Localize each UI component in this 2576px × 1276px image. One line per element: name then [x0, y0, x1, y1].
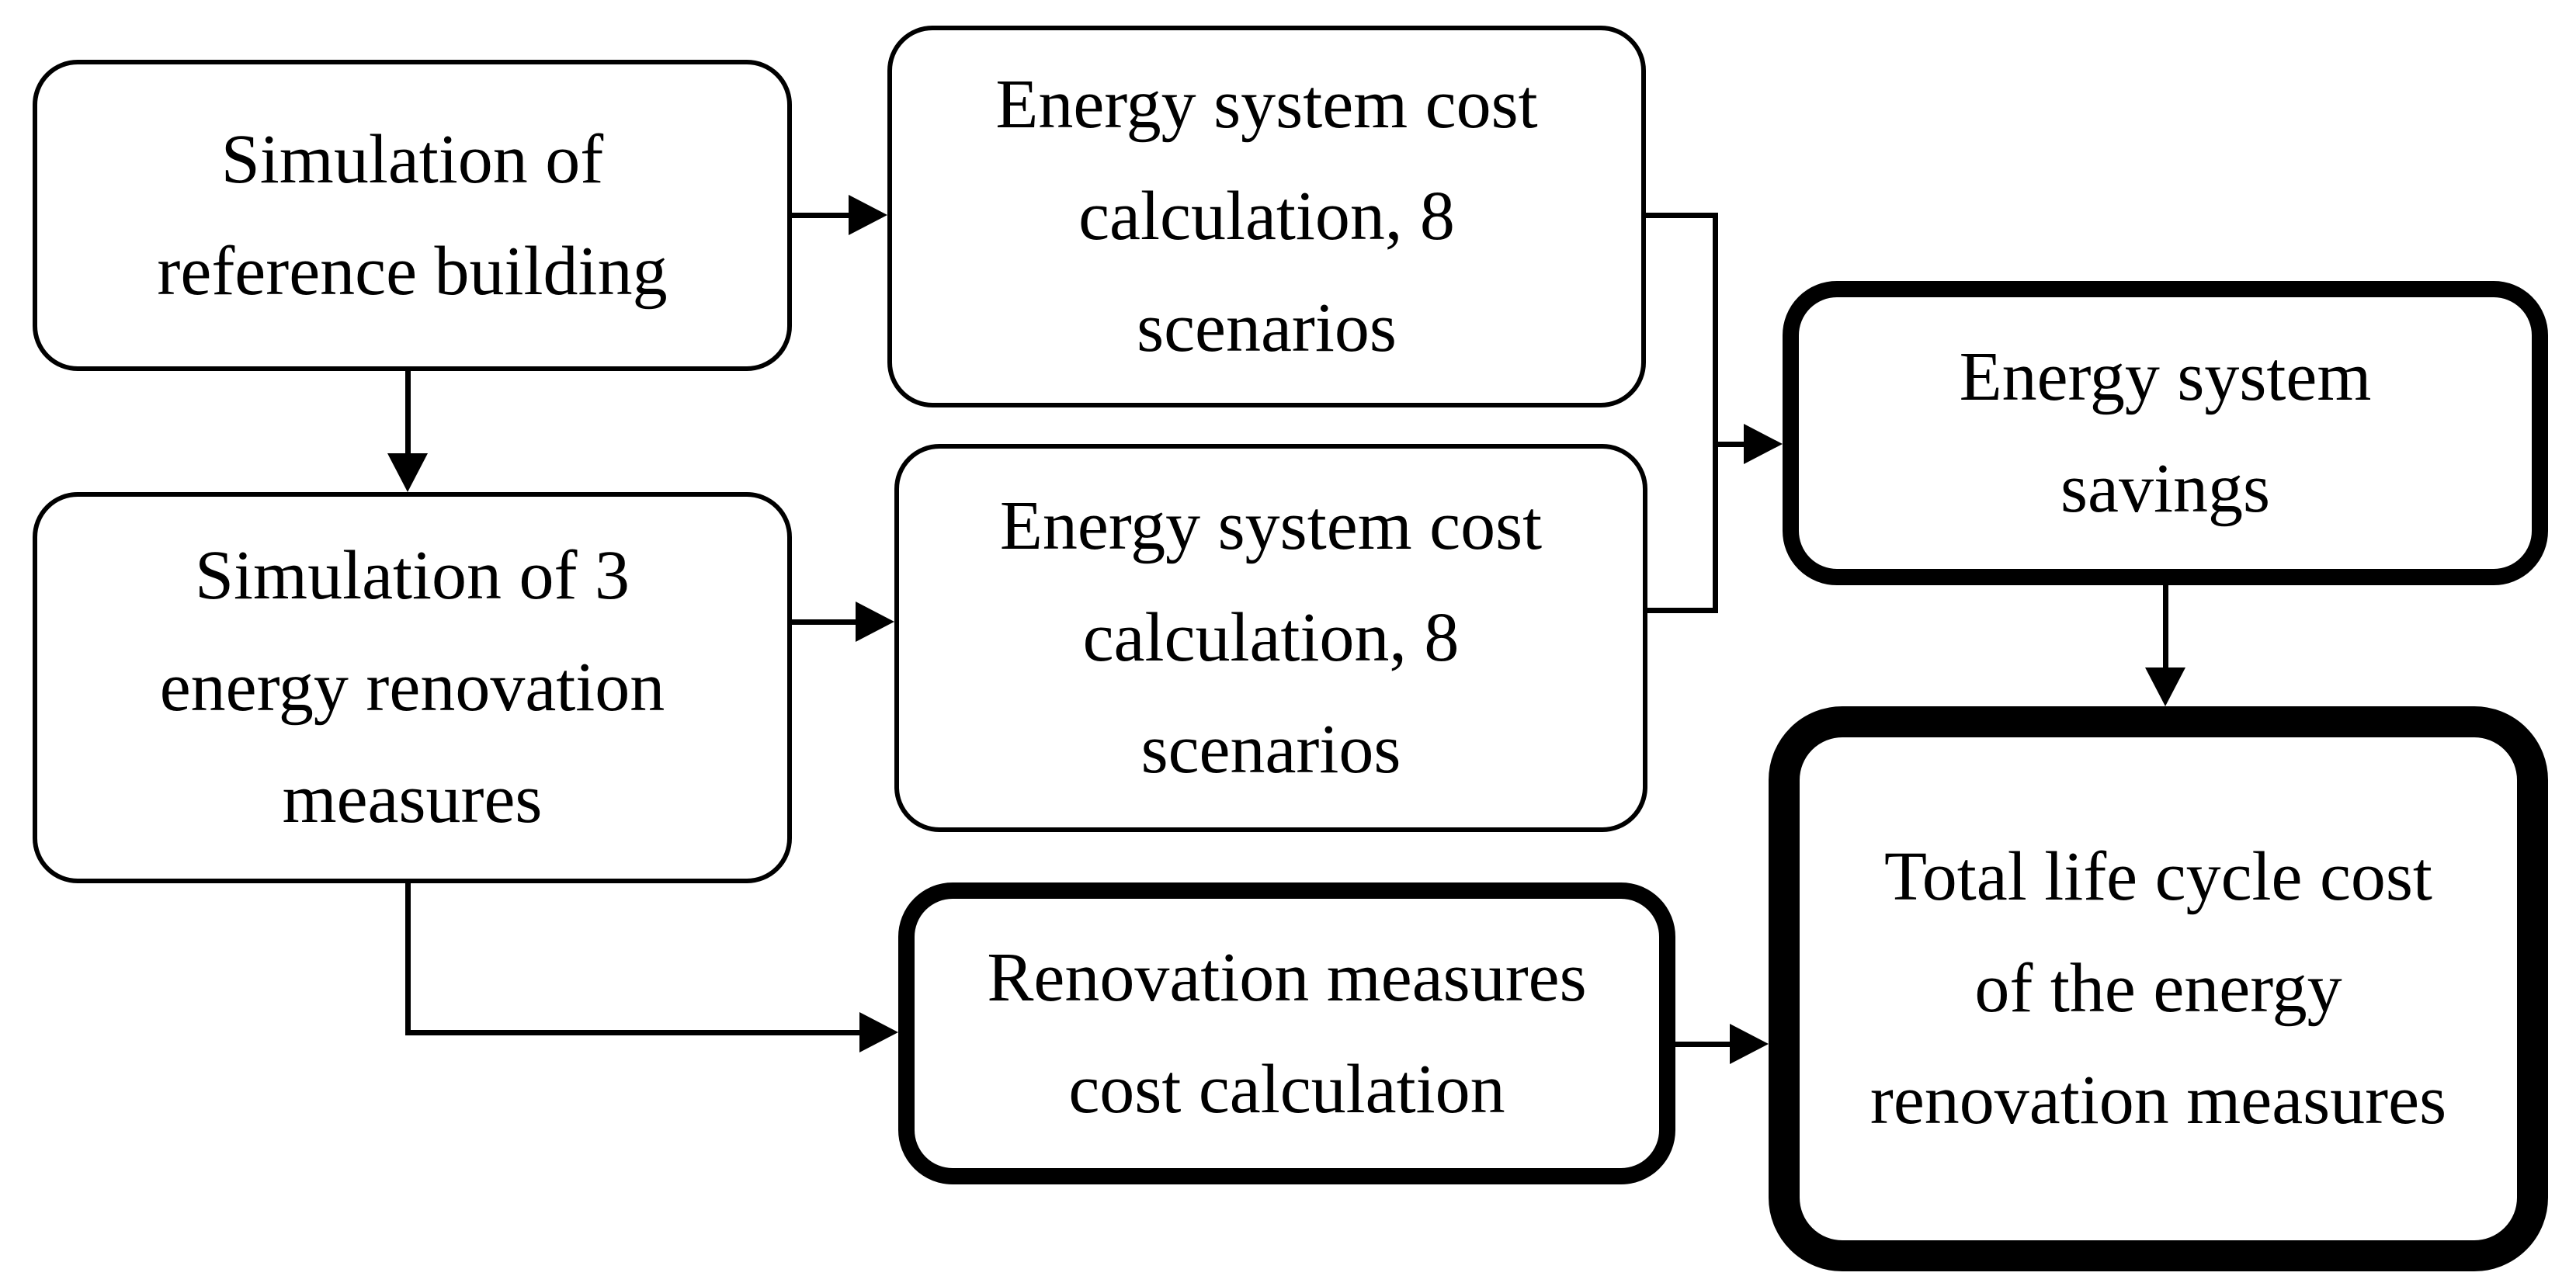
node-total-life-cycle-cost: Total life cycle cost of the energy reno… — [1769, 706, 2548, 1271]
node-energy-system-cost-calculation-top: Energy system cost calculation, 8 scenar… — [887, 26, 1646, 407]
node-renovation-measures-cost-calculation: Renovation measures cost calculation — [898, 882, 1675, 1184]
edge-savings-to-total-lcc-line — [2163, 585, 2168, 667]
edge-renovation-sim-to-renovation-cost-vertical-line — [405, 883, 411, 1035]
node-text-line: calculation, 8 — [1082, 599, 1460, 676]
node-simulation-of-reference-building: Simulation of reference building — [33, 60, 792, 371]
node-text-line: reference building — [157, 232, 668, 310]
edge-reference-to-cost-top-arrowhead-icon — [849, 195, 887, 235]
edge-reference-to-renovation-sim-line — [405, 371, 411, 455]
edge-savings-to-total-lcc-arrowhead-icon — [2145, 667, 2185, 706]
node-text-line: of the energy — [1974, 950, 2342, 1027]
node-simulation-of-3-energy-renovation-measures: Simulation of 3 energy renovation measur… — [33, 492, 792, 883]
node-text-line: cost calculation — [1068, 1050, 1505, 1128]
node-text-line: Energy system cost — [999, 487, 1543, 564]
node-energy-system-savings: Energy system savings — [1783, 281, 2548, 585]
node-text-line: scenarios — [1137, 290, 1397, 366]
edge-reference-to-renovation-sim-arrowhead-icon — [387, 453, 428, 492]
node-text-line: measures — [282, 761, 543, 837]
edge-renovation-cost-to-total-lcc-line — [1675, 1042, 1731, 1047]
node-text-line: Simulation of 3 — [195, 537, 630, 614]
node-text-line: energy renovation — [159, 649, 665, 726]
node-text-line: Energy system — [1959, 338, 2372, 415]
edge-merge-rail-line — [1713, 213, 1718, 613]
node-energy-system-cost-calculation-bottom: Energy system cost calculation, 8 scenar… — [894, 444, 1647, 832]
edge-renovation-sim-to-renovation-cost-arrowhead-icon — [859, 1012, 898, 1052]
node-text-line: Renovation measures — [987, 938, 1587, 1016]
edge-renovation-cost-to-total-lcc-arrowhead-icon — [1730, 1024, 1769, 1064]
node-text-line: renovation measures — [1870, 1062, 2447, 1139]
node-text-line: Energy system cost — [995, 66, 1538, 143]
edge-merge-to-savings-arrowhead-icon — [1744, 424, 1783, 464]
edge-renovation-sim-to-renovation-cost-horizontal-line — [405, 1030, 859, 1035]
edge-cost-bottom-to-merge-line — [1647, 608, 1717, 613]
edge-reference-to-cost-top-line — [792, 213, 852, 218]
edge-merge-to-savings-line — [1715, 442, 1746, 447]
node-text-line: calculation, 8 — [1078, 178, 1455, 255]
edge-cost-top-to-merge-line — [1646, 213, 1717, 218]
node-text-line: savings — [2060, 450, 2270, 527]
edge-renovation-sim-to-cost-bottom-arrowhead-icon — [856, 602, 894, 642]
edge-renovation-sim-to-cost-bottom-line — [792, 619, 857, 625]
node-text-line: scenarios — [1140, 711, 1401, 788]
node-text-line: Total life cycle cost — [1884, 838, 2432, 915]
node-text-line: Simulation of — [220, 120, 604, 198]
